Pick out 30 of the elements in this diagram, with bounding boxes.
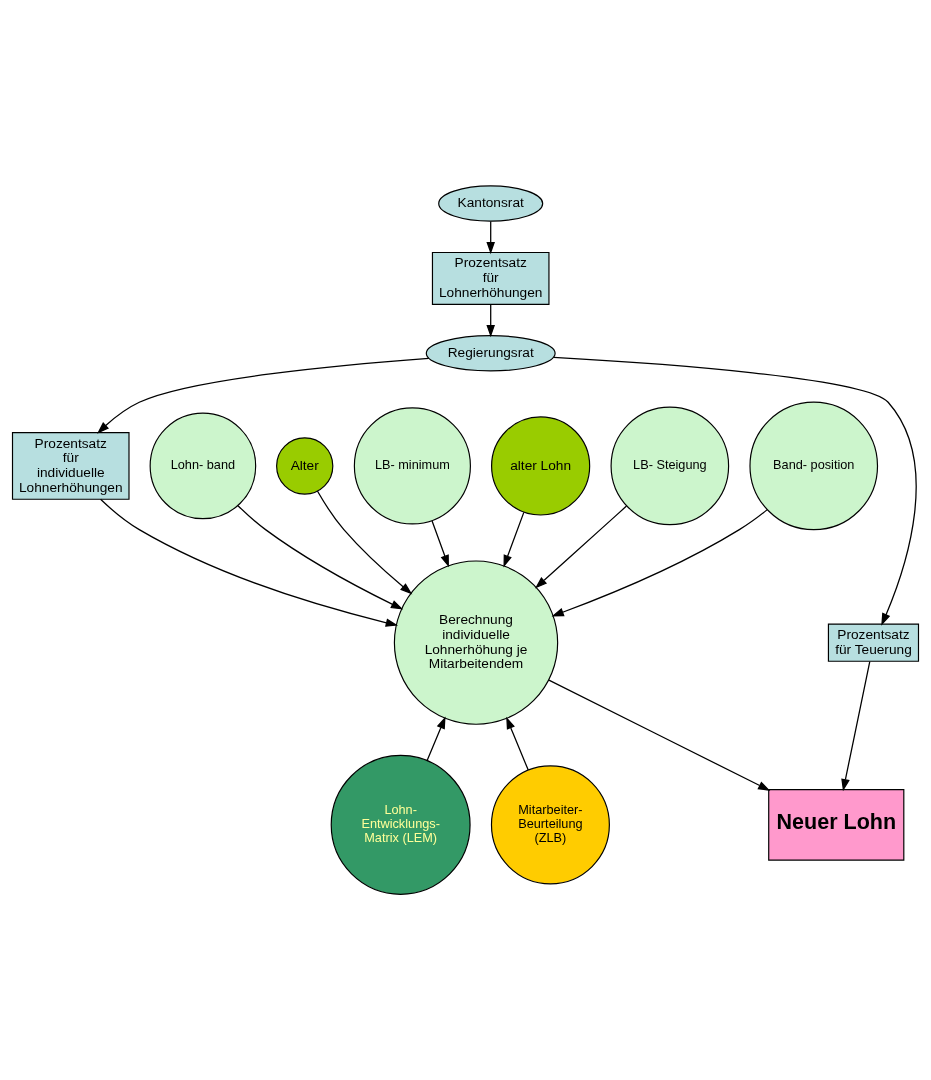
arrow	[553, 356, 917, 626]
node-circle: Alter	[276, 437, 334, 495]
arrow	[503, 511, 525, 568]
arrow	[486, 220, 496, 255]
node-ellipse: Regierungsrat	[425, 335, 556, 372]
arrow	[237, 505, 404, 610]
arrow	[535, 505, 628, 589]
arrow	[486, 303, 496, 338]
node-circle: LB- minimum	[353, 407, 471, 525]
node-ellipse: Kantonsrat	[438, 185, 544, 222]
node-circle: Berechnung individuelle Lohnerhöhung je Mitarbeitendem	[393, 560, 559, 725]
arrow	[426, 716, 446, 762]
node-box: Neuer Lohn	[768, 789, 905, 861]
arrow	[97, 357, 430, 434]
arrow	[841, 660, 871, 792]
arrow	[316, 490, 413, 595]
node-circle: Band- position	[749, 401, 879, 531]
arrow	[99, 498, 399, 627]
node-circle: LB- Steigung	[610, 406, 730, 526]
node-circle: Lohn- band	[149, 412, 257, 520]
node-circle: Lohn- Entwicklungs- Matrix (LEM)	[330, 754, 471, 895]
node-box: Prozentsatz für individuelle Lohnerhöhungen	[11, 432, 130, 500]
arrow	[548, 679, 771, 791]
node-box: Prozentsatz für Lohnerhöhungen	[431, 251, 550, 305]
node-circle: alter Lohn	[491, 416, 591, 516]
arrow	[551, 509, 768, 617]
node-circle: Mitarbeiter- Beurteilung (ZLB)	[490, 765, 610, 885]
arrow	[431, 520, 449, 568]
node-box: Prozentsatz für Teuerung	[827, 623, 920, 662]
arrow	[506, 716, 529, 771]
